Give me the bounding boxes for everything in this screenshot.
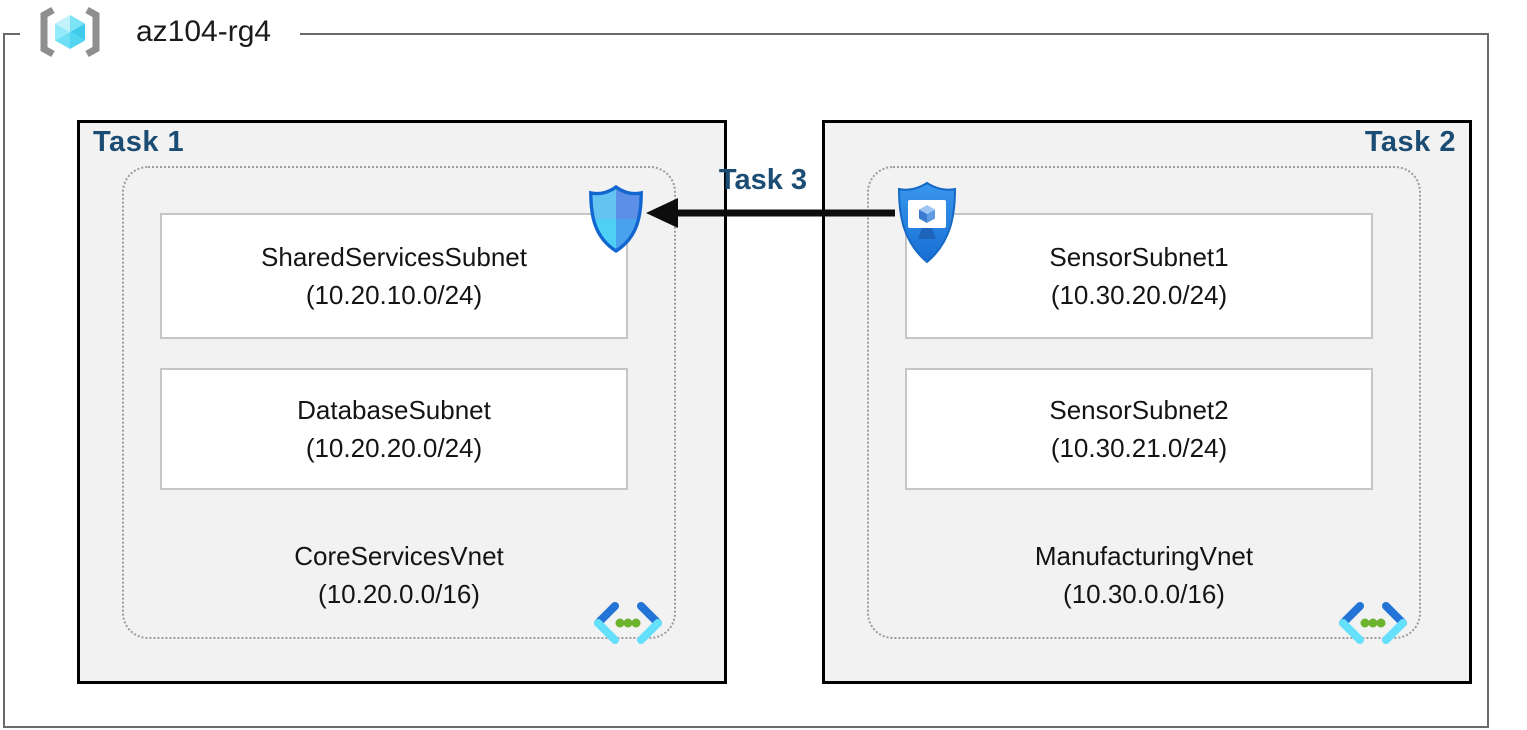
task2-label: Task 2	[1364, 126, 1456, 158]
vnet-name: CoreServicesVnet	[294, 541, 504, 571]
subnet-name: SensorSubnet1	[1049, 242, 1229, 272]
resource-group-header: az104-rg4	[20, 0, 300, 64]
subnet-cidr: (10.30.20.0/24)	[1050, 280, 1228, 310]
sensor-subnet1-box: SensorSubnet1 (10.30.20.0/24)	[905, 213, 1373, 339]
resource-group-icon	[40, 6, 100, 58]
virtual-network-icon	[1339, 602, 1407, 644]
manufacturing-vnet-container	[867, 166, 1421, 639]
subnet-cidr: (10.20.10.0/24)	[305, 280, 483, 310]
subnet-name: DatabaseSubnet	[297, 395, 491, 425]
shared-services-subnet-box: SharedServicesSubnet (10.20.10.0/24)	[160, 213, 628, 339]
subnet-name: SharedServicesSubnet	[261, 242, 527, 272]
task1-box: Task 1 SharedServicesSubnet (10.20.10.0/…	[77, 120, 727, 684]
subnet-cidr: (10.30.21.0/24)	[1050, 433, 1228, 463]
vnet-name: ManufacturingVnet	[1034, 541, 1254, 571]
virtual-network-icon	[594, 602, 662, 644]
sensor-subnet2-box: SensorSubnet2 (10.30.21.0/24)	[905, 368, 1373, 490]
vnet-cidr: (10.30.0.0/16)	[1063, 579, 1225, 609]
resource-group-frame	[3, 33, 1489, 728]
manufacturing-vnet-label: ManufacturingVnet (10.30.0.0/16)	[867, 537, 1421, 613]
subnet-name: SensorSubnet2	[1049, 395, 1229, 425]
core-services-vnet-container	[122, 166, 676, 639]
task1-label: Task 1	[93, 126, 185, 158]
subnet-cidr: (10.20.20.0/24)	[305, 433, 483, 463]
vnet-cidr: (10.20.0.0/16)	[318, 579, 480, 609]
task3-label: Task 3	[718, 164, 808, 196]
network-security-group-shield-icon	[589, 184, 643, 253]
core-services-vnet-label: CoreServicesVnet (10.20.0.0/16)	[122, 537, 676, 613]
resource-group-name: az104-rg4	[136, 15, 272, 48]
database-subnet-box: DatabaseSubnet (10.20.20.0/24)	[160, 368, 628, 490]
application-security-group-shield-icon	[897, 181, 957, 264]
left-arrow	[646, 198, 895, 228]
